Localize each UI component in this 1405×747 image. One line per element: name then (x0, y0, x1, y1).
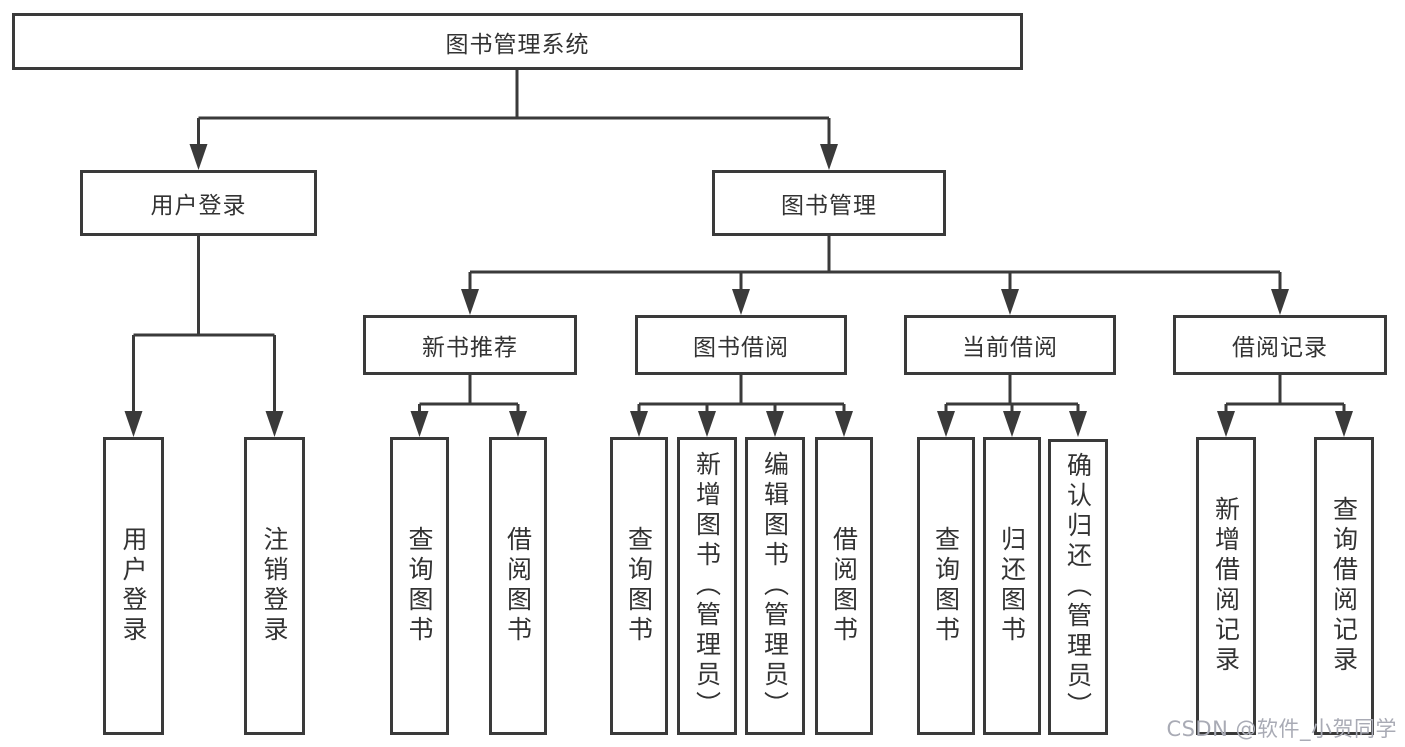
node-new-book-recommend-label: 新书推荐 (422, 335, 518, 361)
connector-root (197, 70, 831, 150)
leaf-confirm-return-admin: 确认归还（管理员） (1048, 439, 1108, 735)
node-book-management: 图书管理 (712, 170, 946, 236)
leaf-logout: 注销登录 (244, 437, 305, 735)
leaf-recommend-query-books: 查询图书 (390, 437, 449, 735)
leaf-current-query-books: 查询图书 (917, 437, 975, 735)
leaf-return-books-label: 归还图书 (997, 526, 1027, 646)
node-user-login-label: 用户登录 (150, 193, 247, 219)
node-library-system-label: 图书管理系统 (445, 31, 590, 58)
connector-book-borrow (637, 375, 846, 417)
leaf-edit-books-admin-label: 编辑图书（管理员） (760, 451, 790, 721)
leaf-borrow-query-books-label: 查询图书 (624, 526, 654, 646)
node-current-borrow-label: 当前借阅 (962, 335, 1058, 361)
connector-book-management (468, 236, 1282, 295)
connector-new-book-recommend (418, 375, 520, 417)
leaf-add-borrow-record-label: 新增借阅记录 (1211, 496, 1241, 676)
leaf-query-borrow-record-label: 查询借阅记录 (1329, 496, 1359, 676)
node-library-system: 图书管理系统 (12, 13, 1023, 70)
connector-current-borrow (944, 375, 1080, 417)
leaf-user-login-label: 用户登录 (119, 526, 148, 646)
leaf-edit-books-admin: 编辑图书（管理员） (745, 437, 805, 735)
leaf-add-borrow-record: 新增借阅记录 (1196, 437, 1256, 735)
leaf-return-books: 归还图书 (983, 437, 1041, 735)
leaf-recommend-query-books-label: 查询图书 (405, 526, 434, 646)
leaf-user-login: 用户登录 (103, 437, 164, 735)
leaf-recommend-borrow-books-label: 借阅图书 (503, 526, 533, 646)
node-user-login: 用户登录 (80, 170, 317, 236)
leaf-recommend-borrow-books: 借阅图书 (489, 437, 547, 735)
csdn-watermark: CSDN @软件_小贺同学 (1166, 717, 1397, 741)
leaf-logout-label: 注销登录 (260, 526, 289, 646)
leaf-confirm-return-admin-label: 确认归还（管理员） (1063, 452, 1093, 722)
leaf-add-books-admin: 新增图书（管理员） (677, 437, 737, 735)
node-borrow-records-label: 借阅记录 (1232, 335, 1328, 361)
node-new-book-recommend: 新书推荐 (363, 315, 577, 375)
leaf-borrow-query-books: 查询图书 (610, 437, 668, 735)
leaf-borrow-books: 借阅图书 (815, 437, 873, 735)
leaf-current-query-books-label: 查询图书 (931, 526, 961, 646)
connector-borrow-records (1224, 375, 1346, 417)
node-borrow-records: 借阅记录 (1173, 315, 1387, 375)
node-book-borrow-label: 图书借阅 (693, 335, 789, 361)
node-book-management-label: 图书管理 (781, 193, 877, 219)
leaf-borrow-books-label: 借阅图书 (829, 526, 859, 646)
connector-user-login (132, 236, 276, 417)
leaf-add-books-admin-label: 新增图书（管理员） (692, 451, 722, 721)
node-current-borrow: 当前借阅 (904, 315, 1116, 375)
node-book-borrow: 图书借阅 (635, 315, 847, 375)
leaf-query-borrow-record: 查询借阅记录 (1314, 437, 1374, 735)
